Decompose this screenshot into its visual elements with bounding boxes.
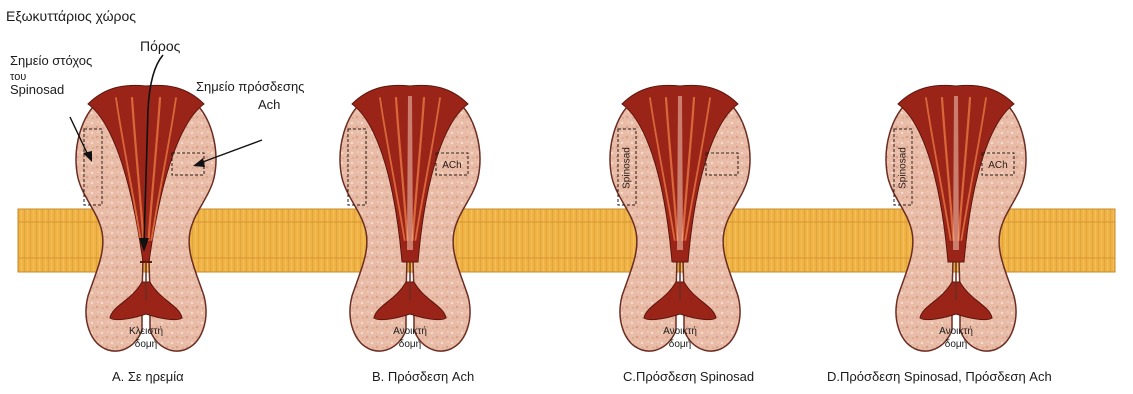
pore-label: Πόρος bbox=[140, 39, 180, 54]
channel-caption: D.Πρόσδεση Spinosad, Πρόσδεση Ach bbox=[827, 370, 1052, 384]
spinosad-box-text: Spinosad bbox=[622, 147, 633, 189]
channel-state-line2: δομή bbox=[380, 339, 440, 350]
channel-state-line1: Ανοικτή bbox=[650, 326, 710, 337]
channel-state-line1: Ανοικτή bbox=[380, 326, 440, 337]
channel-state-line1: Ανοικτή bbox=[926, 326, 986, 337]
channel-state-line1: Κλειστή bbox=[116, 326, 176, 337]
pore-channel bbox=[407, 96, 413, 250]
extracellular-label: Εξωκυττάριος χώρος bbox=[6, 9, 136, 24]
spinosad-target-label-line3: Spinosad bbox=[10, 83, 64, 97]
channel-state-line2: δομή bbox=[926, 339, 986, 350]
channel-caption: C.Πρόσδεση Spinosad bbox=[623, 370, 754, 384]
channel-4: Spinosad ACh bbox=[886, 85, 1026, 351]
pore-channel bbox=[953, 96, 959, 250]
pore-channel bbox=[677, 96, 683, 250]
ach-site-label-line2: Ach bbox=[258, 98, 280, 112]
spinosad-target-label-line1: Σημείο στόχος bbox=[10, 54, 92, 68]
channel-2: ACh bbox=[340, 85, 480, 351]
channel-state-line2: δομή bbox=[116, 339, 176, 350]
channel-state-line2: δομή bbox=[650, 339, 710, 350]
channel-1 bbox=[76, 85, 216, 351]
channel-3: Spinosad bbox=[610, 85, 750, 351]
ach-box-text: ACh bbox=[988, 160, 1007, 171]
channel-caption: B. Πρόσδεση Ach bbox=[372, 370, 474, 384]
spinosad-box-text: Spinosad bbox=[898, 147, 909, 189]
channel-caption: A. Σε ηρεμία bbox=[112, 370, 184, 384]
ach-box-text: ACh bbox=[442, 160, 461, 171]
ach-site-label-line1: Σημείο πρόσδεσης bbox=[196, 80, 304, 94]
